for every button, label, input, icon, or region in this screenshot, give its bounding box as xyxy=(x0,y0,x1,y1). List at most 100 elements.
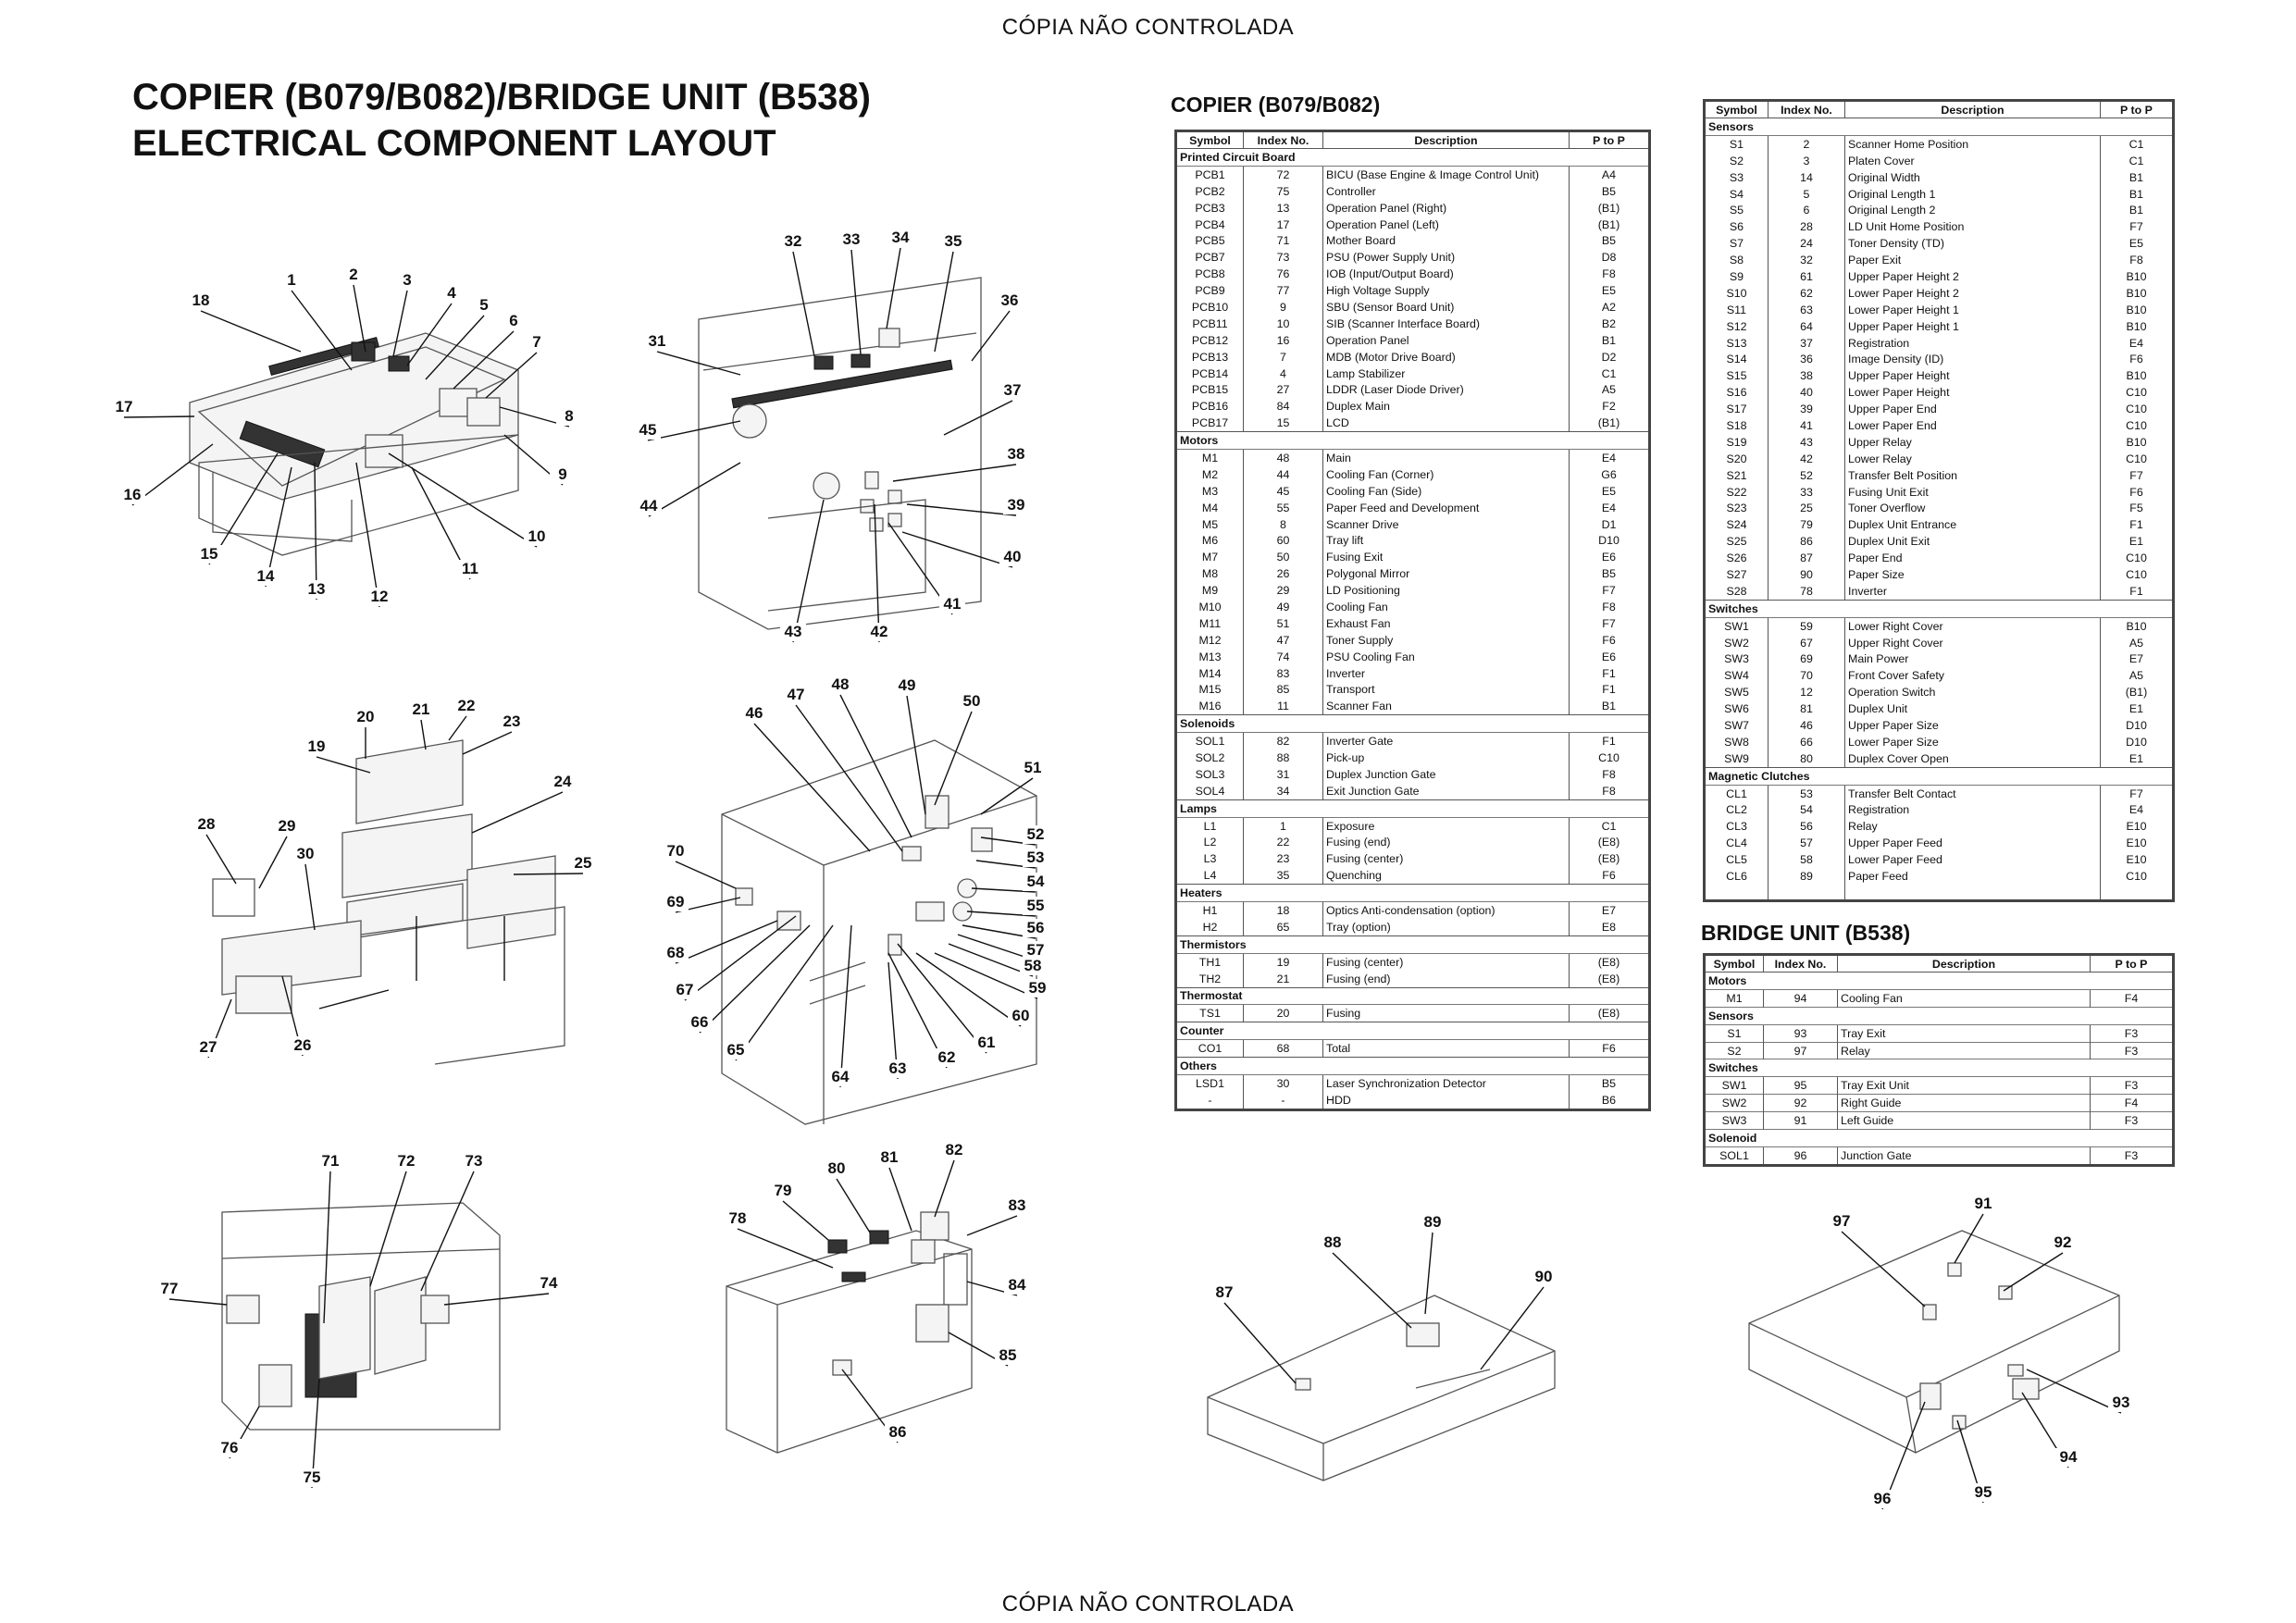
callout-number: 69 xyxy=(667,893,685,911)
callout-bg xyxy=(995,1346,1021,1365)
cell-description: PSU Cooling Fan xyxy=(1322,648,1570,665)
cell-p-to-p: (B1) xyxy=(1569,216,1650,233)
cell-description: Upper Paper Height 2 xyxy=(1844,268,2101,285)
callout-bg xyxy=(672,981,698,999)
leader-line xyxy=(684,915,797,1001)
cell-description: Lower Paper Feed xyxy=(1844,851,2101,869)
callout-bg xyxy=(1420,1213,1446,1232)
leader-line xyxy=(836,1178,871,1233)
cell-index: 78 xyxy=(1768,582,1845,601)
cell-symbol: S16 xyxy=(1704,384,1769,402)
callout-bg xyxy=(934,1048,960,1067)
cell-description: MDB (Motor Drive Board) xyxy=(1322,348,1570,365)
callout-number: 96 xyxy=(1874,1490,1892,1507)
cell-p-to-p: D8 xyxy=(1569,249,1650,266)
cell-description: Inverter xyxy=(1844,582,2101,601)
cell-p-to-p: C1 xyxy=(1569,365,1650,382)
cell-symbol: S14 xyxy=(1704,351,1769,368)
cell-p-to-p: B10 xyxy=(2100,317,2174,335)
leader-line xyxy=(453,330,515,390)
cell-index: 21 xyxy=(1243,970,1323,988)
cell-p-to-p: E5 xyxy=(1569,282,1650,300)
cell-p-to-p: A4 xyxy=(1569,166,1650,183)
cell-symbol: SW2 xyxy=(1704,634,1769,651)
cell-symbol: S22 xyxy=(1704,483,1769,501)
cell-p-to-p: (B1) xyxy=(1569,199,1650,217)
cell-description: Paper Feed and Development xyxy=(1322,499,1570,516)
callout-number: 71 xyxy=(322,1152,340,1170)
cell-description: Relay xyxy=(1844,818,2101,836)
cell-description: Fusing (end) xyxy=(1322,970,1570,988)
callout-number: 4 xyxy=(447,284,456,302)
cell-description: Laser Synchronization Detector xyxy=(1322,1074,1570,1092)
cell-symbol: SW1 xyxy=(1704,617,1769,635)
copier-component-table-2: Symbol Index No. Description P to P Sens… xyxy=(1703,99,2175,902)
callout-number: 88 xyxy=(1324,1233,1342,1251)
cell-p-to-p: F5 xyxy=(2100,500,2174,517)
cell-p-to-p: C10 xyxy=(2100,384,2174,402)
cell-index: 31 xyxy=(1243,765,1323,783)
bridge-component-table: Symbol Index No. Description P to P Moto… xyxy=(1703,953,2175,1167)
callout-number: 41 xyxy=(944,595,962,613)
callout-number: 21 xyxy=(413,700,430,718)
cell-symbol: S17 xyxy=(1704,401,1769,418)
leader-line xyxy=(420,719,427,750)
header-description: Description xyxy=(1837,954,2091,973)
cell-p-to-p: F6 xyxy=(2100,351,2174,368)
cell-description: Lower Paper Height 1 xyxy=(1844,301,2101,318)
callout-number: 76 xyxy=(221,1439,239,1456)
cell-p-to-p: (B1) xyxy=(1569,415,1650,432)
callout-number: 45 xyxy=(639,421,657,439)
callout-bg xyxy=(1829,1212,1855,1231)
callout-number: 35 xyxy=(945,232,962,250)
callout-number: 1 xyxy=(287,271,295,289)
cell-p-to-p: F3 xyxy=(2090,1076,2174,1095)
callout-bg xyxy=(663,944,689,962)
cell-index: 23 xyxy=(1243,850,1323,868)
callout-bg xyxy=(156,1280,182,1298)
cell-p-to-p: B5 xyxy=(1569,1074,1650,1092)
cell-description: Fusing (end) xyxy=(1322,834,1570,851)
callout-bg xyxy=(780,232,806,251)
callout-bg xyxy=(1531,1268,1557,1286)
cell-p-to-p: F3 xyxy=(2090,1041,2174,1059)
header-symbol: Symbol xyxy=(1704,100,1769,118)
cell-symbol: S15 xyxy=(1704,367,1769,385)
callout-number: 49 xyxy=(899,676,916,694)
cell-p-to-p: B5 xyxy=(1569,232,1650,250)
cell-symbol: PCB4 xyxy=(1175,216,1244,233)
callout-bg xyxy=(439,284,465,303)
leader-line xyxy=(471,791,564,834)
cell-description: Tray Exit xyxy=(1837,1023,2091,1043)
callout-bg xyxy=(866,623,892,641)
group-label: Switches xyxy=(1704,1059,2174,1078)
callout-number: 83 xyxy=(1009,1196,1026,1214)
cell-p-to-p: F1 xyxy=(1569,664,1650,682)
cell-p-to-p: D10 xyxy=(2100,733,2174,750)
callout-bg xyxy=(783,686,809,704)
leader-line xyxy=(892,464,1017,482)
table-header-row: Symbol Index No. Description P to P xyxy=(1704,100,2174,118)
leader-line xyxy=(265,466,292,588)
callout-bg xyxy=(1320,1233,1346,1252)
cell-symbol: PCB3 xyxy=(1175,199,1244,217)
group-label: Solenoids xyxy=(1175,714,1650,734)
group-row: Solenoids xyxy=(1175,714,1650,734)
callout-bg xyxy=(524,527,550,546)
callout-number: 3 xyxy=(403,271,411,289)
callout-bg xyxy=(317,1152,343,1171)
cell-description: Lower Paper Size xyxy=(1844,733,2101,750)
cell-description: HDD xyxy=(1322,1091,1570,1110)
